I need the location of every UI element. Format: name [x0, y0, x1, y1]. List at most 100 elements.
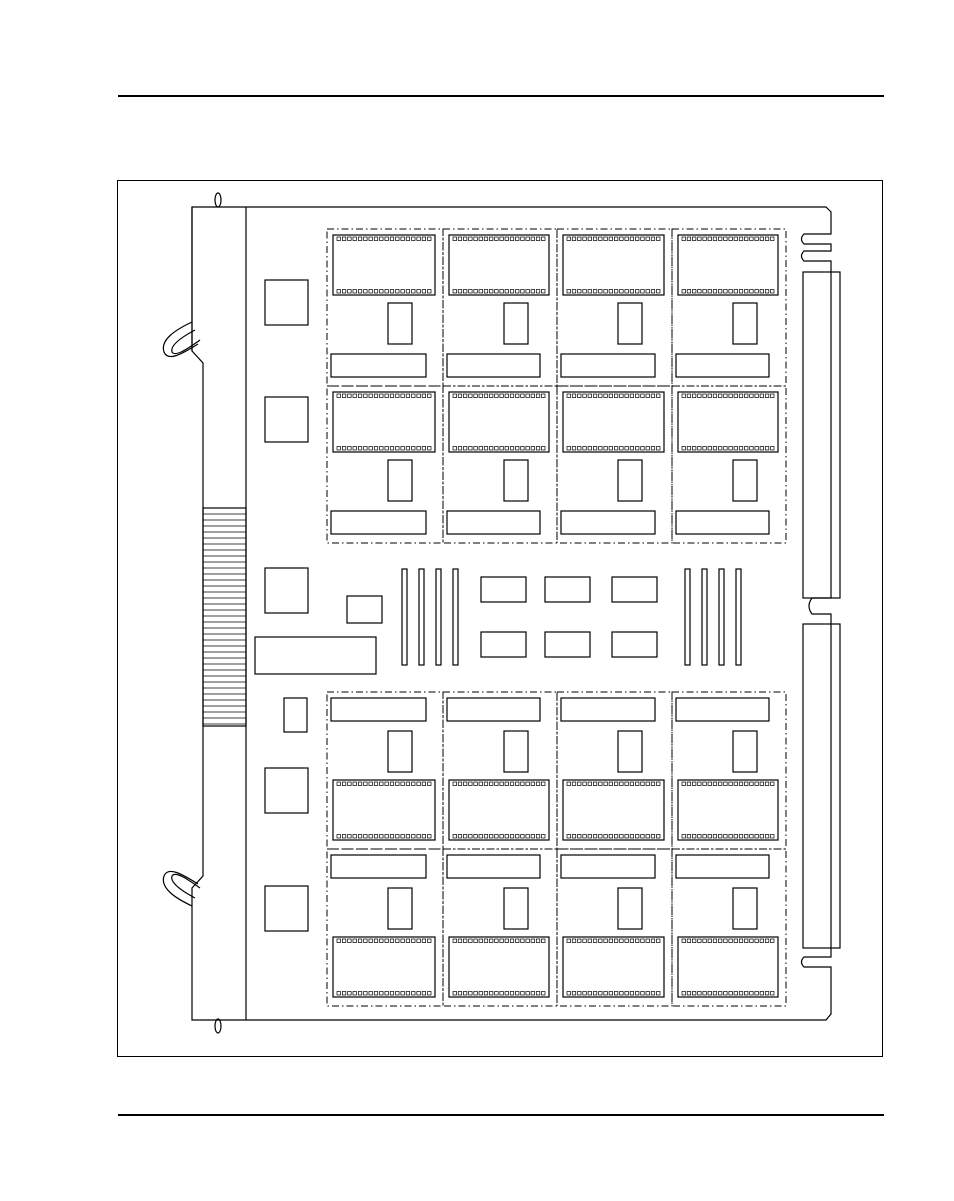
chip-pin — [646, 394, 650, 398]
chip-pin — [515, 835, 519, 839]
chip-pin — [625, 992, 629, 996]
chip-pin — [708, 394, 712, 398]
chip-pin — [489, 782, 493, 786]
memory-module — [557, 692, 672, 849]
chip-pin — [755, 835, 759, 839]
chip-pin — [348, 394, 352, 398]
chip-pin — [542, 394, 546, 398]
chip-pin — [489, 290, 493, 294]
wide-component — [255, 637, 376, 674]
middle-chip — [612, 577, 657, 602]
chip-pin — [406, 237, 410, 241]
small-square-chip — [347, 596, 382, 623]
chip-pin — [489, 394, 493, 398]
chip-pin — [729, 782, 733, 786]
chip-pin — [358, 447, 362, 451]
chip-pin — [739, 782, 743, 786]
chip-pin — [526, 992, 530, 996]
chip-pin — [641, 290, 645, 294]
chip-pin — [428, 835, 432, 839]
chip-pin — [428, 992, 432, 996]
chip-pin — [479, 237, 483, 241]
small-chip — [504, 303, 528, 344]
chip-pin — [703, 447, 707, 451]
chip-pin — [369, 237, 373, 241]
chip-pin — [374, 290, 378, 294]
chip-pin — [734, 290, 738, 294]
chip-pin — [588, 835, 592, 839]
chip-pin — [572, 290, 576, 294]
chip-pin — [369, 939, 373, 943]
chip-pin — [337, 782, 341, 786]
chip-pin — [542, 447, 546, 451]
chip-pin — [374, 992, 378, 996]
chip-pin — [578, 835, 582, 839]
chip-pin — [703, 237, 707, 241]
chip-pin — [342, 835, 346, 839]
chip-pin — [353, 782, 357, 786]
chip-pin — [588, 290, 592, 294]
chip-pin — [703, 782, 707, 786]
chip-pin — [646, 290, 650, 294]
chip-pin — [484, 939, 488, 943]
chip-pin — [474, 992, 478, 996]
chip-pin — [453, 447, 457, 451]
chip-pin — [578, 992, 582, 996]
chip-pin — [500, 939, 504, 943]
chip-pin — [369, 447, 373, 451]
chip-pin — [495, 939, 499, 943]
chip-pin — [353, 835, 357, 839]
chip-pin — [417, 237, 421, 241]
chip-pin — [572, 992, 576, 996]
chip-pin — [531, 782, 535, 786]
memory-chip — [333, 235, 435, 295]
chip-pin — [380, 782, 384, 786]
chip-pin — [463, 237, 467, 241]
vertical-strip — [702, 569, 707, 665]
module-label-box — [676, 855, 769, 878]
chip-pin — [604, 835, 608, 839]
chip-pin — [713, 394, 717, 398]
chip-pin — [337, 835, 341, 839]
chip-pin — [750, 835, 754, 839]
chip-pin — [453, 992, 457, 996]
chip-pin — [358, 835, 362, 839]
chip-pin — [484, 782, 488, 786]
chip-pin — [417, 939, 421, 943]
chip-pin — [390, 394, 394, 398]
chip-pin — [364, 782, 368, 786]
chip-pin — [609, 394, 613, 398]
chip-pin — [630, 939, 634, 943]
chip-pin — [479, 835, 483, 839]
vertical-strips — [402, 569, 741, 665]
chip-pin — [417, 835, 421, 839]
chip-pin — [374, 394, 378, 398]
chip-pin — [682, 939, 686, 943]
chip-pin — [588, 394, 592, 398]
chip-pin — [765, 992, 769, 996]
small-chip — [618, 303, 642, 344]
chip-pin — [646, 835, 650, 839]
chip-pin — [588, 939, 592, 943]
memory-module — [672, 692, 786, 849]
small-chip — [504, 731, 528, 772]
chip-pin — [422, 394, 426, 398]
memory-module — [443, 849, 557, 1006]
chip-pin — [453, 835, 457, 839]
chip-pin — [567, 394, 571, 398]
chip-pin — [353, 992, 357, 996]
chip-pin — [567, 447, 571, 451]
chip-pin — [417, 992, 421, 996]
chip-pin — [718, 782, 722, 786]
memory-module — [557, 386, 672, 543]
chip-pin — [458, 835, 462, 839]
chip-pin — [489, 939, 493, 943]
small-chip — [388, 460, 412, 501]
small-chip — [618, 888, 642, 929]
chip-pin — [521, 782, 525, 786]
chip-pin — [657, 782, 661, 786]
chip-pin — [374, 237, 378, 241]
chip-pin — [536, 782, 540, 786]
chip-pin — [510, 447, 514, 451]
